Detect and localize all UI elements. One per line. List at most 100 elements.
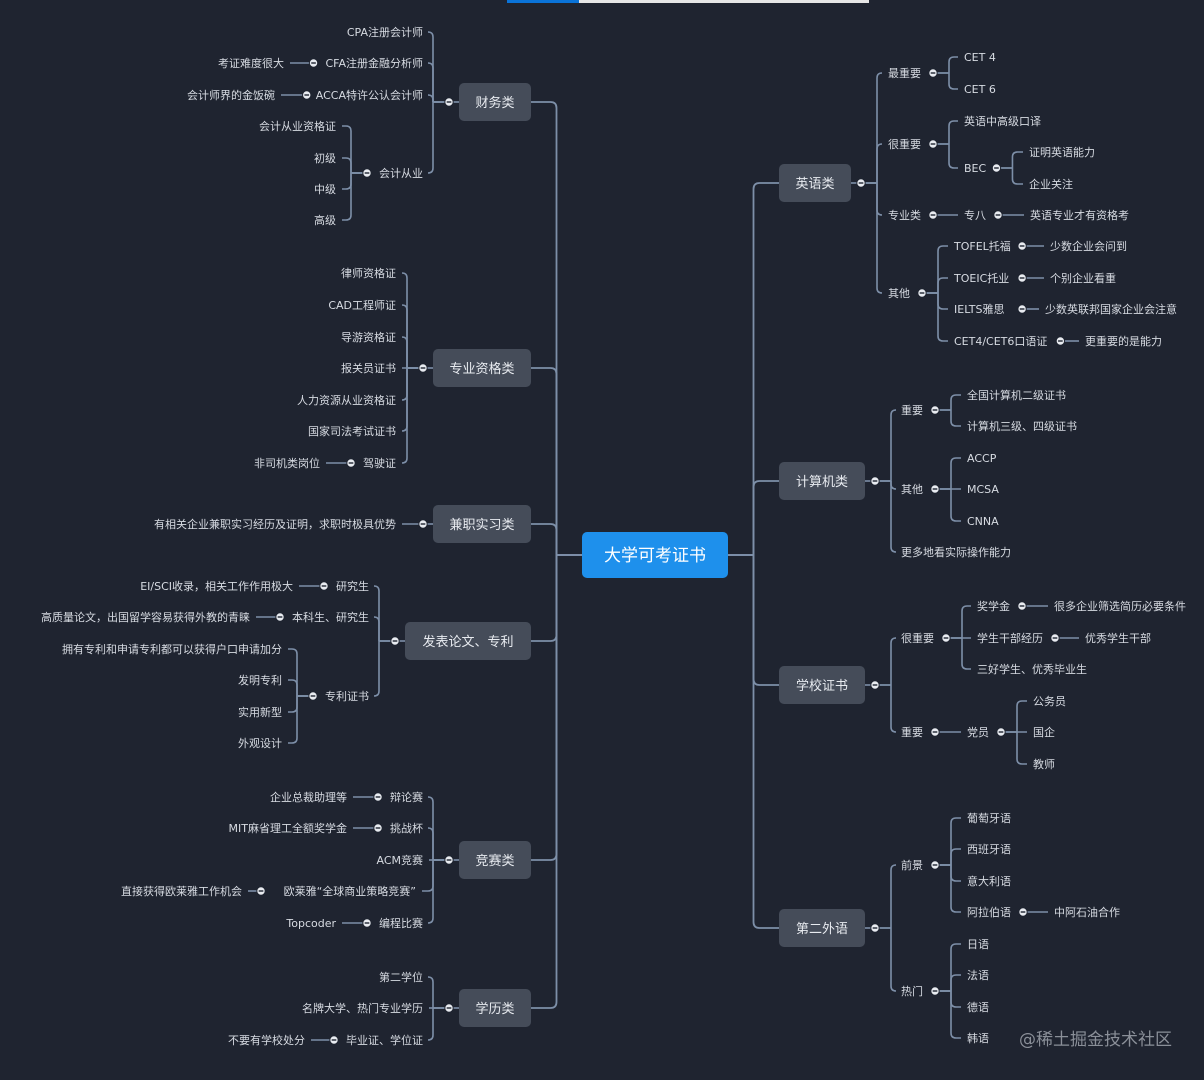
topic-label[interactable]: EI/SCI收录，相关工作作用极大 xyxy=(140,579,293,593)
topic-label[interactable]: 全国计算机二级证书 xyxy=(967,388,1066,402)
topic-label[interactable]: 葡萄牙语 xyxy=(967,812,1011,825)
topic-label[interactable]: 个别企业看重 xyxy=(1050,271,1116,285)
topic-label[interactable]: 编程比赛 xyxy=(379,916,423,930)
topic-label[interactable]: 阿拉伯语 xyxy=(967,905,1011,919)
topic-label[interactable]: 欧莱雅“全球商业策略竞赛” xyxy=(284,884,416,898)
topic-label[interactable]: 外观设计 xyxy=(238,737,282,750)
branch-node[interactable]: 竞赛类 xyxy=(459,841,531,879)
topic-label[interactable]: 名牌大学、热门专业学历 xyxy=(302,1001,423,1015)
topic-label[interactable]: 实用新型 xyxy=(238,705,282,719)
topic-label[interactable]: 挑战杯 xyxy=(390,821,423,835)
topic-label[interactable]: MIT麻省理工全额奖学金 xyxy=(229,821,347,835)
topic-label[interactable]: 很重要 xyxy=(901,631,934,645)
topic-label[interactable]: 韩语 xyxy=(967,1031,989,1045)
topic-label[interactable]: 会计从业 xyxy=(379,167,423,180)
branch-node[interactable]: 财务类 xyxy=(459,83,531,121)
topic-label[interactable]: 英语中高级口译 xyxy=(964,114,1041,128)
topic-label[interactable]: 企业总裁助理等 xyxy=(270,790,347,804)
branch-node[interactable]: 学历类 xyxy=(459,989,531,1027)
topic-label[interactable]: 三好学生、优秀毕业生 xyxy=(977,662,1087,676)
topic-label[interactable]: IELTS雅思 xyxy=(954,302,1005,316)
topic-label[interactable]: 国企 xyxy=(1033,725,1055,739)
topic-label[interactable]: 企业关注 xyxy=(1029,177,1073,191)
topic-label[interactable]: 律师资格证 xyxy=(341,266,396,280)
topic-label[interactable]: TOFEL托福 xyxy=(953,239,1011,253)
topic-label[interactable]: MCSA xyxy=(967,483,999,496)
topic-label[interactable]: 党员 xyxy=(967,726,989,739)
topic-label[interactable]: 奖学金 xyxy=(977,599,1010,613)
topic-label[interactable]: 报关员证书 xyxy=(341,361,396,375)
topic-label[interactable]: 会计从业资格证 xyxy=(259,119,336,133)
topic-label[interactable]: 国家司法考试证书 xyxy=(308,424,396,438)
topic-label[interactable]: 重要 xyxy=(901,725,923,739)
topic-label[interactable]: 考证难度很大 xyxy=(218,56,284,70)
topic-label[interactable]: 德语 xyxy=(967,1000,989,1014)
topic-label[interactable]: CET 6 xyxy=(964,83,996,96)
branch-node[interactable]: 英语类 xyxy=(779,164,851,202)
topic-label[interactable]: 专利证书 xyxy=(325,689,369,703)
topic-label[interactable]: CET 4 xyxy=(964,51,996,64)
branch-node[interactable]: 专业资格类 xyxy=(433,349,531,387)
topic-label[interactable]: 最重要 xyxy=(888,66,921,80)
topic-label[interactable]: 高级 xyxy=(314,213,336,227)
topic-label[interactable]: 中级 xyxy=(314,183,336,196)
topic-label[interactable]: TOEIC托业 xyxy=(953,271,1009,285)
branch-node[interactable]: 计算机类 xyxy=(779,462,865,500)
topic-label[interactable]: ACCA特许公认会计师 xyxy=(316,88,423,102)
topic-label[interactable]: 热门 xyxy=(901,984,923,998)
topic-label[interactable]: 导游资格证 xyxy=(341,330,396,344)
topic-label[interactable]: 专八 xyxy=(964,208,986,222)
topic-label[interactable]: 本科生、研究生 xyxy=(292,610,369,624)
topic-label[interactable]: 不要有学校处分 xyxy=(228,1033,305,1047)
topic-label[interactable]: 计算机三级、四级证书 xyxy=(967,419,1077,433)
topic-label[interactable]: 研究生 xyxy=(336,579,369,593)
topic-label[interactable]: 拥有专利和申请专利都可以获得户口申请加分 xyxy=(62,642,282,656)
topic-label[interactable]: 其他 xyxy=(888,287,910,300)
topic-label[interactable]: 有相关企业兼职实习经历及证明，求职时极具优势 xyxy=(154,517,396,531)
topic-label[interactable]: CPA注册会计师 xyxy=(347,25,423,39)
topic-label[interactable]: 公务员 xyxy=(1033,695,1066,708)
topic-label[interactable]: 西班牙语 xyxy=(967,843,1011,856)
topic-label[interactable]: 英语专业才有资格考 xyxy=(1030,208,1129,222)
topic-label[interactable]: 证明英语能力 xyxy=(1029,145,1095,159)
topic-label[interactable]: 优秀学生干部 xyxy=(1085,631,1151,645)
branch-node[interactable]: 兼职实习类 xyxy=(433,505,531,543)
topic-label[interactable]: Topcoder xyxy=(285,917,336,930)
topic-label[interactable]: ACCP xyxy=(967,452,997,465)
topic-label[interactable]: 初级 xyxy=(314,151,336,165)
topic-label[interactable]: 发明专利 xyxy=(238,673,282,687)
topic-label[interactable]: CAD工程师证 xyxy=(328,299,396,312)
topic-label[interactable]: 很多企业筛选简历必要条件 xyxy=(1054,599,1186,613)
topic-label[interactable]: 会计师界的金饭碗 xyxy=(187,88,275,102)
topic-label[interactable]: 第二学位 xyxy=(379,970,423,984)
topic-label[interactable]: 少数企业会问到 xyxy=(1050,239,1127,253)
branch-node[interactable]: 发表论文、专利 xyxy=(405,622,531,660)
topic-label[interactable]: 驾驶证 xyxy=(363,456,396,470)
topic-label[interactable]: 日语 xyxy=(967,938,989,951)
topic-label[interactable]: 其他 xyxy=(901,483,923,496)
topic-label[interactable]: 人力资源从业资格证 xyxy=(297,393,396,407)
topic-label[interactable]: CFA注册金融分析师 xyxy=(325,56,423,70)
topic-label[interactable]: BEC xyxy=(964,162,986,175)
topic-label[interactable]: 重要 xyxy=(901,403,923,417)
topic-label[interactable]: 专业类 xyxy=(888,208,921,222)
topic-label[interactable]: 少数英联邦国家企业会注意 xyxy=(1045,302,1177,316)
topic-label[interactable]: 高质量论文，出国留学容易获得外教的青睐 xyxy=(41,610,250,624)
topic-label[interactable]: 意大利语 xyxy=(967,874,1011,888)
topic-label[interactable]: 更多地看实际操作能力 xyxy=(901,545,1011,559)
topic-label[interactable]: CET4/CET6口语证 xyxy=(954,335,1047,348)
branch-node[interactable]: 第二外语 xyxy=(779,909,865,947)
topic-label[interactable]: 学生干部经历 xyxy=(977,631,1043,645)
root-node[interactable]: 大学可考证书 xyxy=(582,532,728,578)
topic-label[interactable]: 教师 xyxy=(1033,758,1055,771)
topic-label[interactable]: 辩论赛 xyxy=(390,790,423,804)
topic-label[interactable]: ACM竞赛 xyxy=(376,853,423,867)
topic-label[interactable]: 直接获得欧莱雅工作机会 xyxy=(121,884,242,898)
topic-label[interactable]: 非司机类岗位 xyxy=(254,456,320,470)
topic-label[interactable]: 毕业证、学位证 xyxy=(346,1033,423,1047)
topic-label[interactable]: 前景 xyxy=(901,858,923,872)
top-scroll-indicator-thumb[interactable] xyxy=(507,0,579,3)
topic-label[interactable]: CNNA xyxy=(967,515,999,528)
topic-label[interactable]: 中阿石油合作 xyxy=(1054,905,1120,919)
topic-label[interactable]: 更重要的是能力 xyxy=(1085,334,1162,348)
